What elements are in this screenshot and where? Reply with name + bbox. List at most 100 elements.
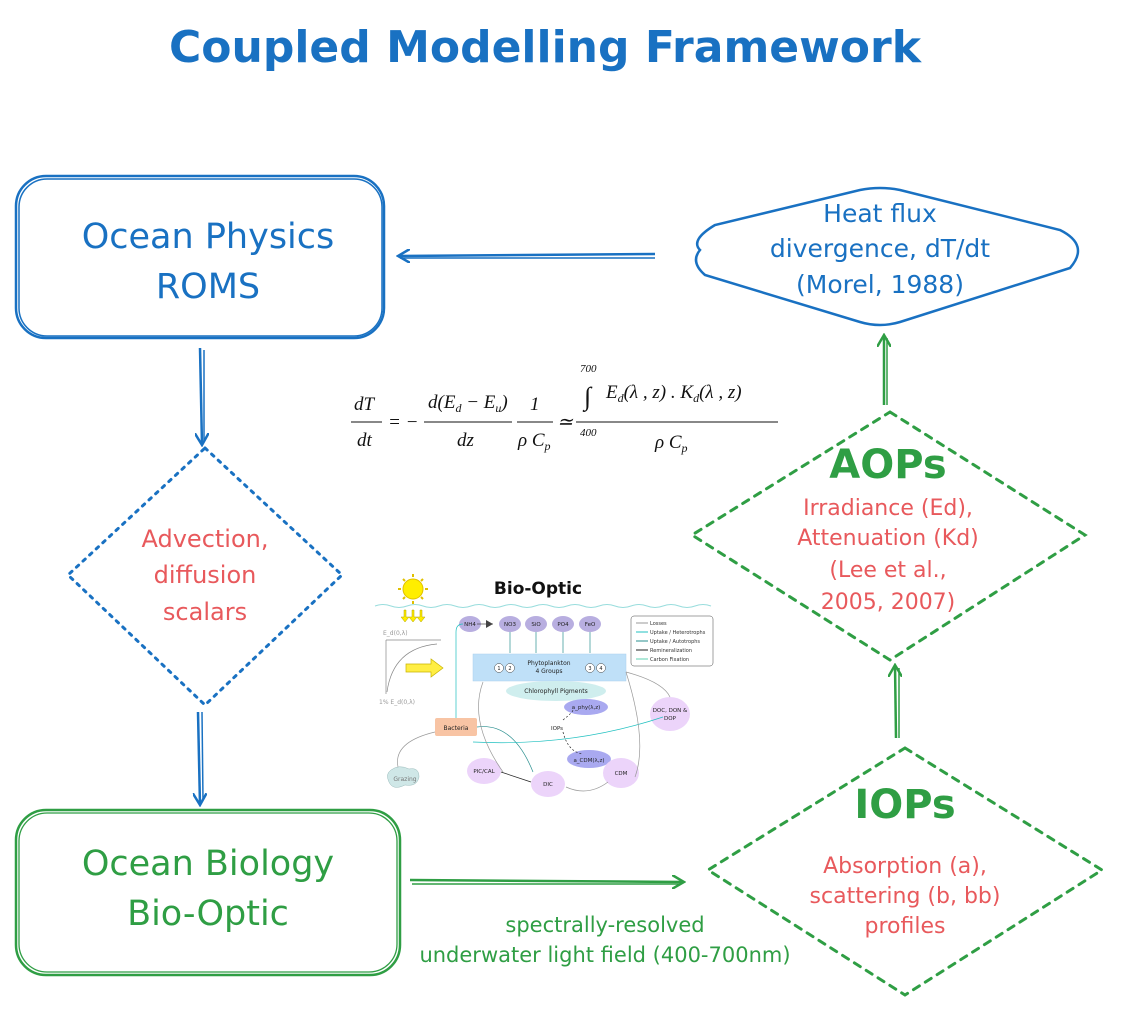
bacteria-node xyxy=(435,718,477,736)
eq-int-lower: 400 xyxy=(580,427,597,439)
aops-line4: 2005, 2007) xyxy=(821,590,956,615)
sea-surface xyxy=(374,604,712,608)
nutrient-label: NH4 xyxy=(464,622,476,628)
arrow-advection-to-biology xyxy=(198,711,203,805)
depth-irradiance-label: 1% E_d(0,λ) xyxy=(379,699,415,706)
edge-label-line1: spectrally-resolved xyxy=(505,913,704,937)
eq-int-upper: 700 xyxy=(580,363,597,375)
phyto-groups: 1 2 3 4 xyxy=(494,663,606,673)
pic-label: PIC/CAL xyxy=(473,769,495,775)
phyto-group-label: 3 xyxy=(588,666,591,672)
eq-lhs-num: dT xyxy=(354,394,376,415)
iops-line3: profiles xyxy=(865,914,946,939)
light-arrow-icon xyxy=(405,658,444,678)
doc-line1: DOC, DON & xyxy=(653,708,688,714)
dic-label: DIC xyxy=(543,782,553,788)
eq-frac1-den: dz xyxy=(457,430,475,451)
aops-title: AOPs xyxy=(829,442,946,488)
nutrient-label: NO3 xyxy=(504,622,516,628)
aops-line1: Irradiance (Ed), xyxy=(803,496,973,521)
heat-equation: dT dt = − d(Ed − Eu) dz 1 ρ Cp ≃ 700 ∫ 4… xyxy=(351,363,778,455)
eq-approx: ≃ xyxy=(557,412,574,433)
nutrient-node xyxy=(499,616,521,632)
nutrient-node xyxy=(459,616,481,632)
phyto-line1: Phytoplankton xyxy=(527,660,570,667)
eq-frac2-num: 1 xyxy=(530,394,540,415)
bacteria-label: Bacteria xyxy=(444,725,469,732)
legend-label: Remineralization xyxy=(650,648,692,654)
eq-int-sign: ∫ xyxy=(582,382,593,412)
eq-frac3-den: ρ C xyxy=(654,432,682,453)
aops-line2: Attenuation (Kd) xyxy=(797,526,979,551)
eq-frac2-den: ρ C xyxy=(517,430,545,451)
iops-title: IOPs xyxy=(854,782,955,828)
svg-text:ρ Cp: ρ Cp xyxy=(517,430,551,453)
aphy-label: a_phy(λ,z) xyxy=(572,705,601,711)
phyto-group-label: 1 xyxy=(497,666,500,672)
advection-line1: Advection, xyxy=(142,525,269,553)
dic-node xyxy=(531,771,565,797)
phyto-group-circle xyxy=(585,663,595,673)
legend-label: Carbon Fixation xyxy=(650,657,689,663)
biology-line2: Bio-Optic xyxy=(127,894,289,934)
heat-flux-line3: (Morel, 1988) xyxy=(796,270,964,299)
chl-label: Chlorophyll Pigments xyxy=(524,688,588,695)
heat-flux-line2: divergence, dT/dt xyxy=(770,234,990,263)
eq-equals: = − xyxy=(388,412,418,433)
nutrient-node xyxy=(552,616,574,632)
legend-label: Uptake / Heterotrophs xyxy=(650,630,706,636)
svg-text:d(Ed − Eu): d(Ed − Eu) xyxy=(428,392,508,415)
arrow-heatflux-to-physics xyxy=(398,254,656,258)
aops-line3: (Lee et al., xyxy=(829,558,946,583)
nutrient-label: SiO xyxy=(531,622,541,628)
advection-node: Advection, diffusion scalars xyxy=(66,446,344,707)
doc-node xyxy=(650,697,690,731)
phyto-line2: 4 Groups xyxy=(535,668,562,675)
acdm-node xyxy=(567,750,611,768)
eq-frac1-num: d(E xyxy=(428,392,456,413)
nutrient-nodes: NH4 NO3 SiO PO4 FeO xyxy=(459,616,601,653)
phyto-group-label: 2 xyxy=(508,666,511,672)
physics-line1: Ocean Physics xyxy=(82,217,335,257)
eq-lhs-den: dt xyxy=(357,430,373,451)
inset-title: Bio-Optic xyxy=(494,579,582,599)
aops-node: AOPs Irradiance (Ed), Attenuation (Kd) (… xyxy=(689,410,1088,662)
cdm-label: CDM xyxy=(615,771,628,777)
sun-icon xyxy=(398,574,428,623)
svg-text:ρ Cp: ρ Cp xyxy=(654,432,688,455)
legend-label: Losses xyxy=(650,621,667,627)
phyto-group-label: 4 xyxy=(599,666,602,672)
nutrient-label: PO4 xyxy=(557,622,569,628)
aphy-node xyxy=(564,699,608,715)
svg-text:Ed(λ , z) . Kd(λ , z): Ed(λ , z) . Kd(λ , z) xyxy=(605,382,742,405)
advection-line2: diffusion xyxy=(154,561,257,589)
iops-node: IOPs Absorption (a), scattering (b, bb) … xyxy=(705,746,1105,997)
arrow-iops-to-aops xyxy=(895,665,899,739)
phyto-group-circle xyxy=(505,663,515,673)
iops-line1: Absorption (a), xyxy=(823,854,987,879)
diagram-title: Coupled Modelling Framework xyxy=(169,22,923,73)
inset-flows xyxy=(397,620,671,792)
surface-irradiance-label: E_d(0,λ) xyxy=(383,630,408,637)
heat-flux-node: Heat flux divergence, dT/dt (Morel, 1988… xyxy=(694,186,1080,327)
ocean-physics-node: Ocean Physics ROMS xyxy=(14,174,386,340)
pic-node xyxy=(467,758,501,784)
grazing-label: Grazing xyxy=(393,776,416,783)
nutrient-label: FeO xyxy=(585,622,596,628)
cdm-node xyxy=(603,758,639,788)
physics-line2: ROMS xyxy=(156,267,260,307)
phyto-group-circle xyxy=(596,663,606,673)
eq-integrand: E xyxy=(605,382,618,403)
chlorophyll-node xyxy=(506,681,606,701)
ocean-biology-node: Ocean Biology Bio-Optic xyxy=(14,808,402,977)
inset-legend xyxy=(630,615,714,667)
advection-line3: scalars xyxy=(163,598,247,626)
biology-line1: Ocean Biology xyxy=(82,844,334,884)
phyto-group-circle xyxy=(494,663,504,673)
edge-label-line2: underwater light field (400-700nm) xyxy=(419,943,790,967)
heat-flux-line1: Heat flux xyxy=(823,199,937,228)
iops-inset-label: IOPs xyxy=(551,726,563,732)
